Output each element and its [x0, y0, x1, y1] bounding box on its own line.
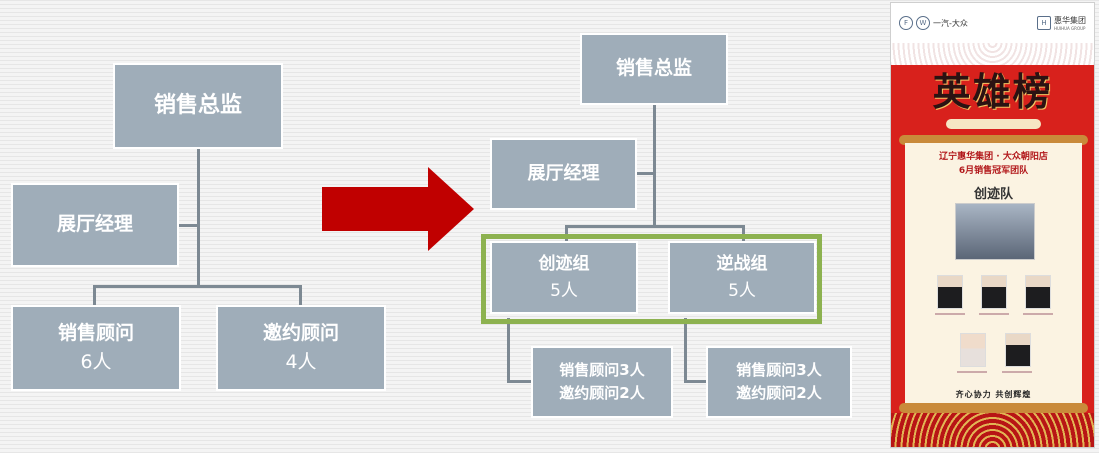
showroom-manager-label: 展厅经理: [56, 213, 133, 236]
honor-poster: F W 一汽-大众 H 惠华集团 HUIHUA GROUP 英雄榜 辽宁惠华集团…: [890, 2, 1095, 448]
poster-logo-right-sub: HUIHUA GROUP: [1054, 26, 1086, 31]
group-b-detail-line2: 邀约顾问2人: [736, 384, 822, 402]
poster-wave-pattern: [891, 413, 1094, 447]
group-a-detail-line2: 邀约顾问2人: [559, 384, 645, 402]
director-box-after: 销售总监: [580, 33, 728, 105]
scroll-rod-bottom: [899, 403, 1088, 413]
vw-logo-icon: W: [916, 16, 930, 30]
transition-arrow-icon: [322, 167, 474, 251]
group-a-count: 5人: [550, 280, 578, 301]
member-caption: [1023, 313, 1053, 315]
huihua-logo-icon: H: [1037, 16, 1051, 30]
group-a-name: 创迹组: [538, 254, 590, 275]
poster-title: 英雄榜: [932, 69, 1053, 114]
poster-logo-left: F W 一汽-大众: [899, 16, 968, 30]
group-b-name: 逆战组: [716, 254, 768, 275]
connector-manager-branch: [178, 224, 198, 227]
group-a-box: 创迹组 5人: [490, 241, 638, 314]
member-caption: [957, 371, 987, 373]
poster-slogan: 齐心协力 共创辉煌: [955, 389, 1032, 399]
poster-scroll: 辽宁惠华集团 · 大众朝阳店 6月销售冠军团队 创迹队 齐心协力 共创辉煌: [905, 143, 1082, 405]
member-caption: [1002, 371, 1032, 373]
poster-subtitle-ribbon: [946, 119, 1041, 129]
group-highlight-frame: [481, 234, 822, 324]
connector-group-a-detail-v: [507, 318, 510, 382]
connector-group-b-detail-v: [684, 318, 687, 382]
team-group-photo: [955, 203, 1035, 260]
invitation-consultant-count: 4人: [285, 351, 317, 373]
poster-logo-right: H 惠华集团 HUIHUA GROUP: [1037, 15, 1086, 31]
poster-line1: 辽宁惠华集团 · 大众朝阳店: [939, 152, 1048, 162]
poster-logo-right-text: 惠华集团: [1054, 16, 1086, 25]
group-b-detail-line1: 销售顾问3人: [736, 360, 822, 379]
connector-group-a-detail-h: [507, 380, 532, 383]
member-photo: [981, 275, 1007, 309]
connector-manager-branch-after: [636, 172, 654, 175]
sales-consultant-count: 6人: [80, 351, 112, 373]
director-label: 销售总监: [153, 92, 242, 118]
showroom-manager-box-after: 展厅经理: [490, 138, 637, 210]
invitation-consultant-box-before: 邀约顾问 4人: [216, 305, 386, 391]
member-caption: [935, 313, 965, 315]
sales-consultant-title: 销售顾问: [57, 321, 134, 344]
showroom-manager-box-before: 展厅经理: [11, 183, 179, 267]
member-photo: [937, 275, 963, 309]
group-b-detail-box: 销售顾问3人 邀约顾问2人: [706, 346, 852, 418]
showroom-manager-label-after: 展厅经理: [527, 163, 600, 185]
poster-team-name: 创迹队: [973, 187, 1013, 202]
group-b-count: 5人: [728, 280, 756, 301]
scroll-rod-top: [899, 135, 1088, 145]
connector-consultants-bar: [93, 285, 302, 288]
connector-group-b-detail-h: [684, 380, 706, 383]
poster-cloud-pattern: [891, 43, 1094, 65]
connector-sales-drop: [93, 285, 96, 305]
member-photo: [1005, 333, 1031, 367]
poster-line2: 6月销售冠军团队: [958, 166, 1029, 176]
group-a-detail-line1: 销售顾问3人: [559, 360, 645, 379]
group-a-detail-box: 销售顾问3人 邀约顾问2人: [531, 346, 673, 418]
connector-groups-bar: [565, 225, 745, 228]
director-label-after: 销售总监: [615, 57, 692, 80]
poster-logo-left-text: 一汽-大众: [933, 18, 968, 28]
connector-invite-drop: [299, 285, 302, 305]
invitation-consultant-title: 邀约顾问: [262, 321, 339, 344]
member-photo: [1025, 275, 1051, 309]
group-b-box: 逆战组 5人: [668, 241, 816, 314]
member-photo: [960, 333, 986, 367]
director-box-before: 销售总监: [113, 63, 283, 149]
connector-director-down: [197, 149, 200, 286]
connector-director-down-after: [653, 105, 656, 227]
faw-logo-icon: F: [899, 16, 913, 30]
member-caption: [979, 313, 1009, 315]
poster-header: F W 一汽-大众 H 惠华集团 HUIHUA GROUP: [891, 3, 1094, 43]
sales-consultant-box-before: 销售顾问 6人: [11, 305, 181, 391]
